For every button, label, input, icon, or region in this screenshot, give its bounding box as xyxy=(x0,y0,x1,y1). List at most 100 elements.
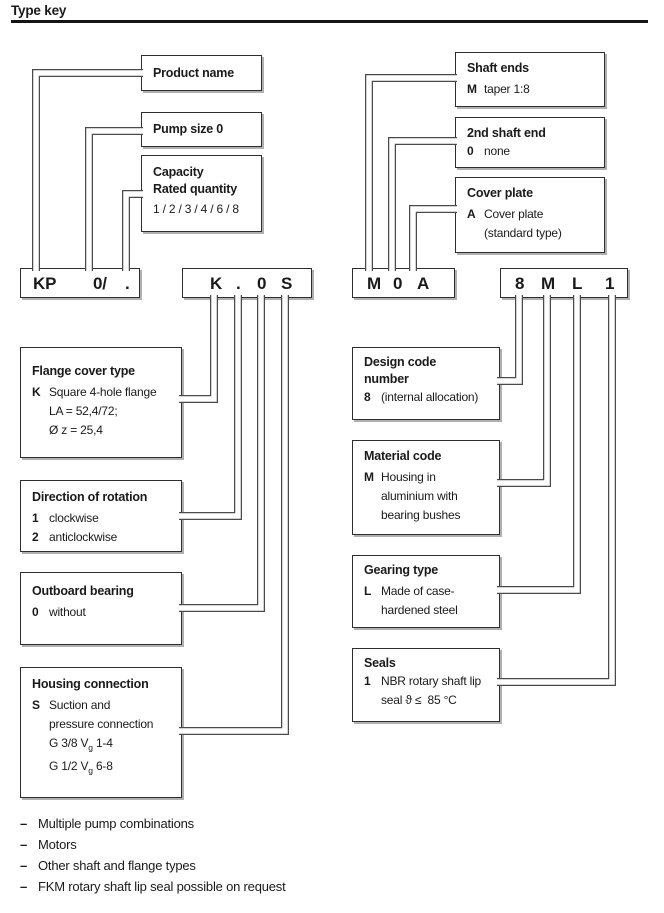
code-box-kp: KP 0/ . xyxy=(20,268,140,298)
option-desc: anticlockwise xyxy=(49,530,118,544)
option-code: 1 xyxy=(364,674,371,688)
code-part: 1 xyxy=(605,274,615,293)
option-desc: Square 4-hole flange xyxy=(49,385,157,399)
option-desc: LA = 52,4/72; xyxy=(49,404,118,418)
box-title-line2: number xyxy=(364,372,409,386)
option-desc: seal ϑ ≤ 85 °C xyxy=(381,693,457,707)
code-part: . xyxy=(125,274,130,293)
option-code: 1 xyxy=(32,511,39,525)
option-code: 0 xyxy=(32,605,39,619)
option-desc: Made of case- xyxy=(381,584,455,598)
code-part: K xyxy=(210,274,223,293)
option-code: M xyxy=(364,470,374,484)
box-title: Outboard bearing xyxy=(32,584,134,598)
page-title: Type key xyxy=(11,3,67,18)
option-row-cont: aluminium with xyxy=(364,487,493,506)
code-part: A xyxy=(417,274,430,293)
box-pump-size: Pump size 0 xyxy=(141,112,262,147)
box-title: 2nd shaft end xyxy=(467,126,546,140)
option-desc: Housing in xyxy=(381,470,436,484)
option-desc: 1-4 xyxy=(92,736,113,750)
capacity-values: 1 / 2 / 3 / 4 / 6 / 8 xyxy=(153,202,239,216)
box-capacity: Capacity Rated quantity 1 / 2 / 3 / 4 / … xyxy=(141,155,262,232)
option-row: 2 anticlockwise xyxy=(32,528,175,547)
option-desc: Cover plate xyxy=(484,207,544,221)
footnote-item: –FKM rotary shaft lip seal possible on r… xyxy=(20,876,286,897)
title-rule xyxy=(11,20,648,23)
option-desc: none xyxy=(484,144,510,158)
footnote-text: Motors xyxy=(38,837,77,852)
option-desc: NBR rotary shaft lip xyxy=(381,674,482,688)
option-desc: 6-8 xyxy=(92,759,113,774)
box-gearing-type: Gearing type L Made of case- hardened ste… xyxy=(352,555,500,628)
option-desc: Suction and xyxy=(49,698,111,712)
option-row-cont: (standard type) xyxy=(467,224,598,243)
code-part: 0/ xyxy=(93,274,107,293)
option-desc: (standard type) xyxy=(484,226,562,240)
option-code: L xyxy=(364,584,372,598)
option-desc: without xyxy=(49,605,86,619)
box-title: Direction of rotation xyxy=(32,490,148,504)
option-row: M Housing in xyxy=(364,468,493,487)
dash-bullet: – xyxy=(20,858,28,873)
option-code: 8 xyxy=(364,390,371,404)
option-row: 1 NBR rotary shaft lip xyxy=(364,672,493,691)
code-part: M xyxy=(367,274,381,293)
option-row-cont: G 3/8 Vg 1-4 xyxy=(32,734,175,757)
option-row-cont: pressure connection xyxy=(32,715,175,734)
footnote-item: –Motors xyxy=(20,834,286,855)
option-row: S Suction and xyxy=(32,696,175,715)
code-part: S xyxy=(281,274,293,293)
option-row: K Square 4-hole flange xyxy=(32,383,175,402)
code-part: 8 xyxy=(515,274,525,293)
option-row-cont: G 1/2 Vg 6-8 xyxy=(32,757,175,780)
option-desc: aluminium with xyxy=(381,489,458,503)
box-title: Shaft ends xyxy=(467,61,529,75)
box-title: Material code xyxy=(364,449,442,463)
box-seals: Seals 1 NBR rotary shaft lip seal ϑ ≤ 85 … xyxy=(352,648,500,722)
option-desc: taper 1:8 xyxy=(484,82,530,96)
option-code: K xyxy=(32,385,41,399)
footnote-text: Multiple pump combinations xyxy=(38,816,194,831)
box-title-line2: Rated quantity xyxy=(153,182,238,196)
dash-bullet: – xyxy=(20,837,28,852)
box-title: Pump size 0 xyxy=(153,122,224,136)
box-title: Gearing type xyxy=(364,563,439,577)
option-code: S xyxy=(32,698,40,712)
box-title: Cover plate xyxy=(467,186,533,200)
option-desc: G 3/8 V xyxy=(49,736,89,750)
code-box-8ml1: 8 M L 1 xyxy=(500,268,628,298)
box-title: Seals xyxy=(364,656,396,670)
code-part: . xyxy=(236,274,241,293)
option-row: 0 without xyxy=(32,603,175,622)
option-desc: bearing bushes xyxy=(381,508,461,522)
code-box-kos: K . 0 S xyxy=(182,268,312,298)
option-row-cont: Ø z = 25,4 xyxy=(32,421,175,440)
option-desc: Ø z = 25,4 xyxy=(49,423,103,437)
box-material-code: Material code M Housing in aluminium with… xyxy=(352,440,500,535)
box-title: Flange cover type xyxy=(32,364,135,378)
option-code: M xyxy=(467,82,477,96)
code-part: 0 xyxy=(257,274,267,293)
code-part: 0 xyxy=(393,274,403,293)
code-part: KP xyxy=(33,274,57,293)
footnote-text: Other shaft and flange types xyxy=(38,858,196,873)
option-desc: hardened steel xyxy=(381,603,458,617)
box-design-code-number: Design code number 8(internal allocation… xyxy=(352,347,500,420)
option-code: 2 xyxy=(32,530,39,544)
box-outboard-bearing: Outboard bearing 0 without xyxy=(20,572,182,645)
dash-bullet: – xyxy=(20,879,28,894)
option-row-cont: LA = 52,4/72; xyxy=(32,402,175,421)
box-title: Capacity xyxy=(153,165,204,179)
code-box-moa: M 0 A xyxy=(352,268,455,298)
option-row-cont: bearing bushes xyxy=(364,506,493,525)
